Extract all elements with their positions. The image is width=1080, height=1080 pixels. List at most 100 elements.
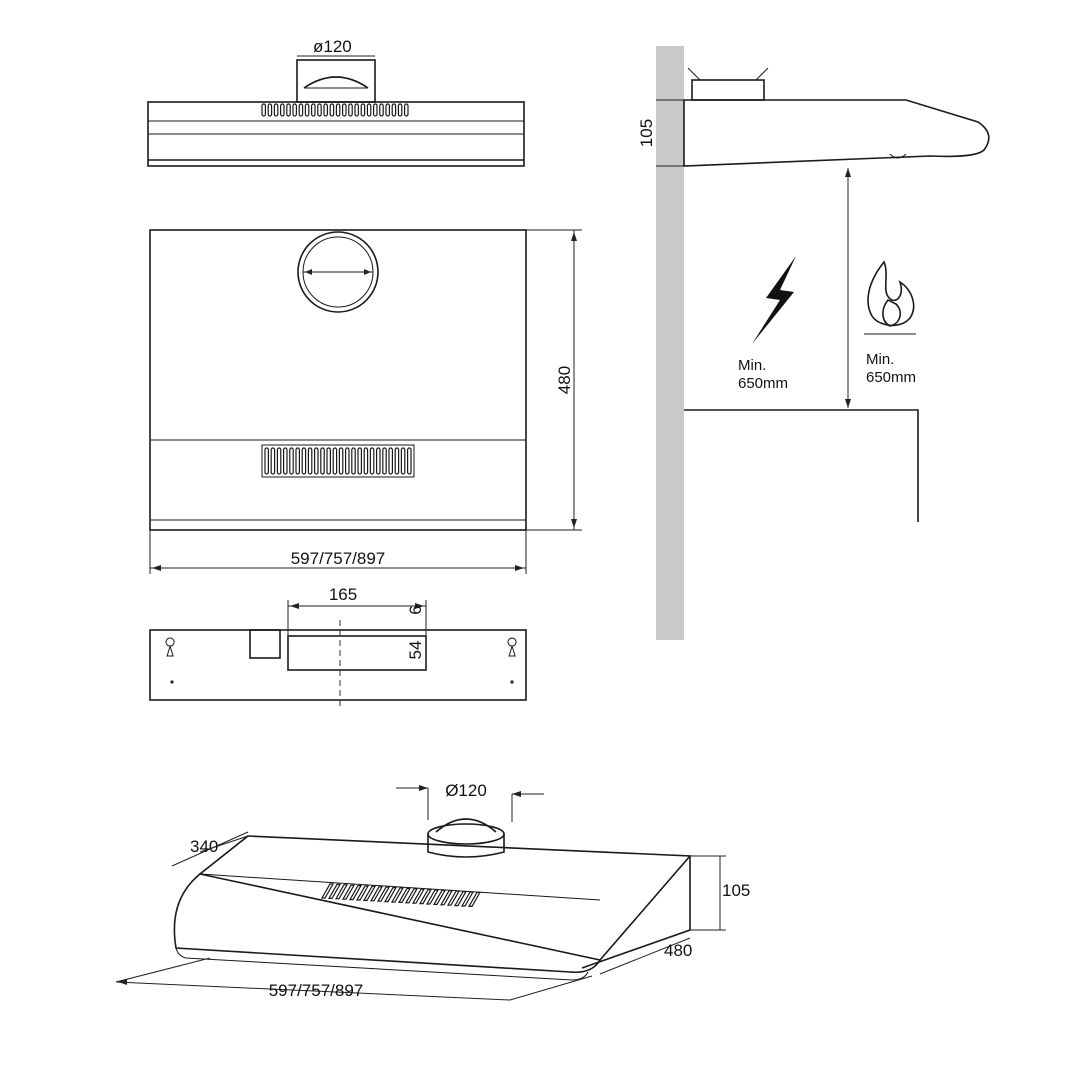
vent-slot [404,103,409,117]
vent-slot [425,889,440,905]
vent-slot [418,889,433,905]
top-view-vent-slots [264,447,412,475]
vent-slot [382,447,387,475]
electric-clearance-line1: Min. [738,357,766,374]
vent-slot [261,103,267,117]
vent-slot [467,891,482,907]
vent-slot [355,885,370,901]
front-view: ø120 [147,37,525,167]
vent-slot [323,103,329,117]
vent-slot [320,883,335,899]
iso-view: Ø120 340 105 480 597/757/897 [115,781,750,1001]
vent-slot [320,447,325,475]
iso-depth-label: 340 [190,837,218,856]
vent-slot [317,103,322,117]
iso-vent-slots [320,883,482,907]
vent-slot [390,887,405,903]
vent-slot [363,447,369,475]
vent-slot [453,891,468,907]
vent-slot [400,447,406,475]
vent-slot [397,887,412,903]
vent-slot [311,103,316,117]
iso-width-label: 597/757/897 [269,981,364,1000]
mounting-plate-cutout-height-label: 54 [406,641,425,660]
side-view-height-label: 105 [637,119,656,147]
vent-slot [348,103,353,117]
side-view: 105 Min. 650mm Min. 650mm [637,46,990,640]
vent-slot [298,103,304,117]
vent-slot [388,447,394,475]
vent-slot [357,447,363,475]
vent-slot [351,447,356,475]
vent-slot [335,103,341,117]
vent-slot [327,883,342,899]
gas-clearance-line1: Min. [866,351,894,368]
vent-slot [391,103,397,117]
vent-slot [345,447,350,475]
vent-slot [289,447,294,475]
top-view-body [149,229,527,531]
vent-slot [304,103,310,117]
vent-slot [376,447,381,475]
vent-slot [354,103,360,117]
vent-slot [273,103,279,117]
vent-slot [411,888,426,904]
vent-slot [379,103,384,117]
front-view-duct-dome [303,76,369,89]
mounting-plate-cutout-width-label: 165 [329,585,357,604]
gas-clearance-line2: 650mm [866,369,916,386]
iso-duct-label: Ø120 [445,781,487,800]
top-view: 480 597/757/897 [149,229,582,574]
side-view-duct [691,79,765,101]
top-view-width-label: 597/757/897 [291,549,386,568]
top-view-duct-outlet [297,231,379,313]
vent-slot [280,103,285,117]
front-view-duct-label: ø120 [313,37,352,56]
vent-slot [341,884,356,900]
vent-slot [276,447,282,475]
vent-slot [385,103,391,117]
vent-slot [334,884,349,900]
vent-slot [301,447,307,475]
front-view-duct [296,59,376,103]
vent-slot [383,887,398,903]
vent-slot [338,447,344,475]
vent-slot [270,447,276,475]
vent-slot [307,447,313,475]
vent-slot [332,447,338,475]
mounting-plate-body [149,629,527,701]
vent-slot [407,447,412,475]
vent-slot [460,891,475,907]
front-view-vent-slots [261,103,409,117]
vent-slot [394,447,400,475]
vent-slot [286,103,291,117]
vent-slot [432,889,447,905]
vent-slot [366,103,372,117]
iso-side-depth-label: 480 [664,941,692,960]
iso-height-label: 105 [722,881,750,900]
vent-slot [446,890,461,906]
vent-slot [329,103,335,117]
mounting-plate-offset-label: 6 [406,605,425,614]
vent-slot [404,888,419,904]
lightning-bolt-icon [752,256,796,344]
vent-slot [397,103,403,117]
vent-slot [267,103,273,117]
vent-slot [348,885,363,901]
vent-slot [373,103,378,117]
vent-slot [326,447,332,475]
vent-slot [369,447,375,475]
vent-slot [342,103,347,117]
vent-slot [369,886,384,902]
vent-slot [283,447,288,475]
vent-slot [439,890,454,906]
side-view-hood-body [683,99,990,167]
side-view-wall [656,46,684,640]
iso-hood-front [173,873,601,974]
mounting-plate-tab [249,629,281,659]
vent-slot [360,103,366,117]
vent-slot [292,103,298,117]
side-view-cooktop-line [684,409,919,522]
iso-duct-top [427,823,505,845]
